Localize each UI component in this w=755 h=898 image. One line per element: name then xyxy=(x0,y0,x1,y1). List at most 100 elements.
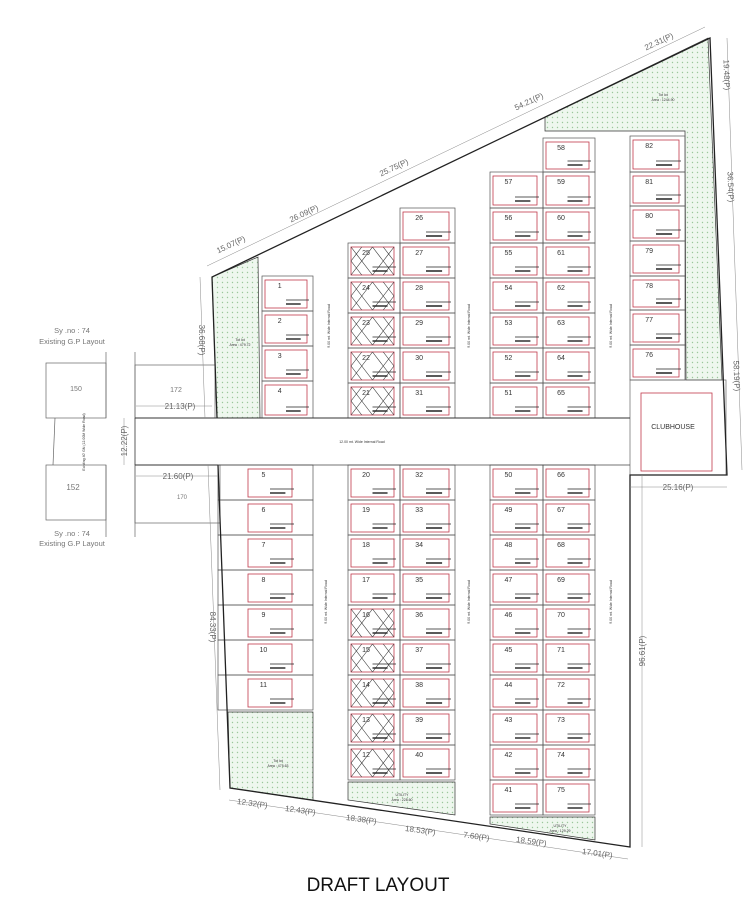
plot-31[interactable]: 31 xyxy=(399,382,456,419)
plot-27[interactable]: 27 xyxy=(399,242,456,279)
plot-11[interactable]: 11 xyxy=(217,674,314,711)
plot-80[interactable]: 80 xyxy=(629,205,686,242)
plot-39[interactable]: 39 xyxy=(399,709,456,746)
plot-51[interactable]: 51 xyxy=(489,382,544,419)
plot-14[interactable]: 14 xyxy=(347,674,401,711)
plot-15[interactable]: 15 xyxy=(347,639,401,676)
plot-25[interactable]: 25 xyxy=(347,242,401,279)
plot-64[interactable]: 64 xyxy=(542,347,596,384)
plot-72[interactable]: 72 xyxy=(542,674,596,711)
plot-boundary xyxy=(492,678,538,708)
plot-58[interactable]: 58 xyxy=(542,137,596,173)
plot-19[interactable]: 19 xyxy=(347,499,401,536)
plot-56[interactable]: 56 xyxy=(489,207,544,244)
plot-37[interactable]: 37 xyxy=(399,639,456,676)
plot-34[interactable]: 34 xyxy=(399,534,456,571)
plot-annotation-marks xyxy=(372,593,396,599)
plot-29[interactable]: 29 xyxy=(399,312,456,349)
plot-81[interactable]: 81 xyxy=(629,171,686,207)
plot-6[interactable]: 6 xyxy=(217,499,314,536)
plot-9[interactable]: 9 xyxy=(217,604,314,641)
plot-number: 79 xyxy=(645,248,653,255)
plot-74[interactable]: 74 xyxy=(542,744,596,781)
plot-65[interactable]: 65 xyxy=(542,382,596,419)
plot-20[interactable]: 20 xyxy=(347,464,401,501)
plot-61[interactable]: 61 xyxy=(542,242,596,279)
plot-55[interactable]: 55 xyxy=(489,242,544,279)
plot-62[interactable]: 62 xyxy=(542,277,596,314)
plot-number: 47 xyxy=(505,577,513,584)
plot-75[interactable]: 75 xyxy=(542,779,596,816)
plot-3[interactable]: 3 xyxy=(261,345,314,382)
plot-71[interactable]: 71 xyxy=(542,639,596,676)
plot-42[interactable]: 42 xyxy=(489,744,544,781)
plot-5[interactable]: 5 xyxy=(217,464,314,501)
plot-number: 54 xyxy=(505,285,513,292)
plot-57[interactable]: 57 xyxy=(489,171,544,209)
plot-45[interactable]: 45 xyxy=(489,639,544,676)
plot-47[interactable]: 47 xyxy=(489,569,544,606)
plot-73[interactable]: 73 xyxy=(542,709,596,746)
plot-30[interactable]: 30 xyxy=(399,347,456,384)
plot-boundary xyxy=(632,209,680,239)
plot-23[interactable]: 23 xyxy=(347,312,401,349)
plot-annotation-marks xyxy=(656,194,681,200)
dimension-label: 7.60(P) xyxy=(463,830,491,843)
internal-road-label: 9.00 mt. Wide Internal Road xyxy=(609,304,613,348)
plot-4[interactable]: 4 xyxy=(261,380,314,419)
plot-78[interactable]: 78 xyxy=(629,275,686,311)
plot-1[interactable]: 1 xyxy=(261,275,314,312)
dimension-label: 12.32(P) xyxy=(237,797,269,810)
clubhouse-label: CLUBHOUSE xyxy=(651,424,695,431)
plot-18[interactable]: 18 xyxy=(347,534,401,571)
plot-50[interactable]: 50 xyxy=(489,464,544,501)
plot-2[interactable]: 2 xyxy=(261,310,314,347)
plot-22[interactable]: 22 xyxy=(347,347,401,384)
plot-7[interactable]: 7 xyxy=(217,534,314,571)
plot-number: 75 xyxy=(557,787,565,794)
plot-28[interactable]: 28 xyxy=(399,277,456,314)
plot-59[interactable]: 59 xyxy=(542,171,596,209)
plot-13[interactable]: 13 xyxy=(347,709,401,746)
plot-53[interactable]: 53 xyxy=(489,312,544,349)
plot-67[interactable]: 67 xyxy=(542,499,596,536)
plot-16[interactable]: 16 xyxy=(347,604,401,641)
plot-35[interactable]: 35 xyxy=(399,569,456,606)
plot-79[interactable]: 79 xyxy=(629,240,686,277)
plot-40[interactable]: 40 xyxy=(399,744,456,781)
plot-48[interactable]: 48 xyxy=(489,534,544,571)
plot-8[interactable]: 8 xyxy=(217,569,314,606)
plot-66[interactable]: 66 xyxy=(542,464,596,501)
plot-43[interactable]: 43 xyxy=(489,709,544,746)
plot-32[interactable]: 32 xyxy=(399,464,456,501)
plot-36[interactable]: 36 xyxy=(399,604,456,641)
plot-69[interactable]: 69 xyxy=(542,569,596,606)
plot-63[interactable]: 63 xyxy=(542,312,596,349)
plot-68[interactable]: 68 xyxy=(542,534,596,571)
plot-60[interactable]: 60 xyxy=(542,207,596,244)
plot-52[interactable]: 52 xyxy=(489,347,544,384)
plot-10[interactable]: 10 xyxy=(217,639,314,676)
tot-lot-label: Tot lot xyxy=(273,759,282,763)
dimension-label: 15.07(P) xyxy=(215,234,247,255)
plot-41[interactable]: 41 xyxy=(489,779,544,816)
plot-12[interactable]: 12 xyxy=(347,744,401,781)
plot-boundary xyxy=(545,748,590,778)
plot-26[interactable]: 26 xyxy=(399,207,456,244)
plot-44[interactable]: 44 xyxy=(489,674,544,711)
plot-17[interactable]: 17 xyxy=(347,569,401,606)
plot-21[interactable]: 21 xyxy=(347,382,401,419)
plot-46[interactable]: 46 xyxy=(489,604,544,641)
plot-24[interactable]: 24 xyxy=(347,277,401,314)
plot-boundary xyxy=(545,643,590,673)
plot-number: 57 xyxy=(505,179,513,186)
plot-76[interactable]: 76 xyxy=(629,344,686,381)
plot-33[interactable]: 33 xyxy=(399,499,456,536)
plot-49[interactable]: 49 xyxy=(489,499,544,536)
plot-82[interactable]: 82 xyxy=(629,135,686,173)
plot-54[interactable]: 54 xyxy=(489,277,544,314)
plot-annotation-marks xyxy=(656,264,681,270)
plot-77[interactable]: 77 xyxy=(629,309,686,346)
plot-70[interactable]: 70 xyxy=(542,604,596,641)
plot-38[interactable]: 38 xyxy=(399,674,456,711)
